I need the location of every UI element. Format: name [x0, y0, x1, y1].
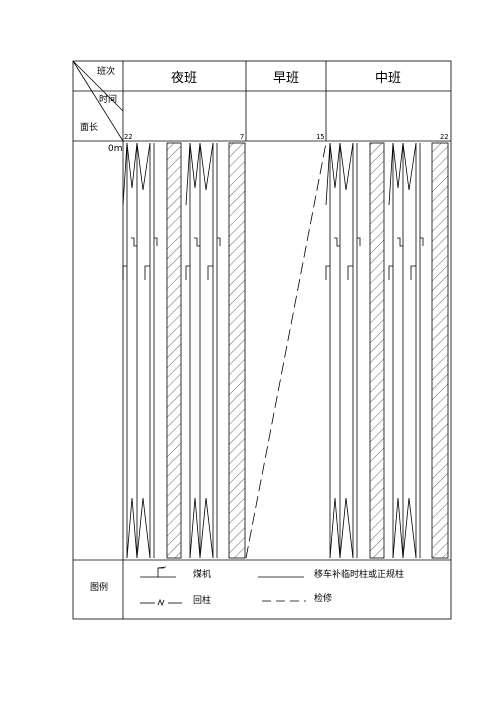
step-mark: [194, 237, 200, 247]
step-mark: [122, 265, 127, 280]
corner-diagonal: [72, 60, 124, 142]
shearer-line: [325, 142, 331, 558]
legend-prop-label: 移车补临时柱或正规柱: [314, 568, 404, 580]
step-mark: [397, 237, 403, 247]
outer-frame: [72, 60, 452, 620]
time-tick-7: 7: [240, 133, 244, 141]
shearer-zigzag-bottom: [392, 497, 404, 559]
legend-withdraw-symbol: [140, 598, 182, 607]
prop-zigzag-bottom: [402, 497, 417, 559]
shift-morning-label: 早班: [273, 71, 299, 86]
shearer-zigzag-top: [189, 142, 201, 189]
corner-shift-label: 班次: [97, 65, 115, 77]
goaf-hatch: [166, 142, 182, 559]
step-mark: [154, 237, 158, 246]
shearer-zigzag-bottom: [126, 497, 138, 559]
step-mark: [325, 265, 330, 280]
step-mark: [144, 265, 150, 280]
prop-zigzag-bottom: [199, 497, 214, 559]
corner-diagonal-2: [72, 60, 124, 112]
prop-zigzag-top: [136, 142, 151, 191]
legend-shearer-label: 煤机: [193, 568, 211, 580]
shearer-line: [185, 142, 191, 558]
maintenance-line: [245, 142, 327, 559]
face-start-label: 0m: [108, 144, 123, 154]
step-mark: [185, 265, 190, 280]
legend-withdraw-label: 回柱: [193, 594, 211, 606]
prop-zigzag-top: [402, 142, 417, 191]
prop-zigzag-top: [199, 142, 214, 191]
shearer-zigzag-bottom: [189, 497, 201, 559]
corner-face-label: 面长: [80, 121, 98, 133]
legend-title: 图例: [90, 581, 108, 593]
step-mark: [131, 237, 137, 247]
time-tick-15: 15: [316, 133, 324, 141]
goaf-hatch: [228, 142, 246, 559]
prop-zigzag-bottom: [136, 497, 151, 559]
shearer-zigzag-top: [392, 142, 404, 189]
step-mark: [420, 237, 424, 246]
shearer-zigzag-top: [329, 142, 341, 189]
prop-zigzag-bottom: [339, 497, 354, 559]
shearer-zigzag-top: [126, 142, 138, 189]
step-mark: [334, 237, 340, 247]
step-mark: [347, 265, 353, 280]
step-mark: [217, 237, 221, 246]
shearer-line: [388, 142, 394, 558]
legend-shearer-symbol: [140, 566, 176, 578]
goaf-hatch: [431, 142, 449, 559]
shift-middle-label: 中班: [375, 71, 401, 86]
step-mark: [388, 265, 393, 280]
goaf-hatch: [369, 142, 385, 559]
cycle-lines: [122, 142, 449, 559]
step-mark: [410, 265, 416, 280]
time-tick-22-start: 22: [124, 133, 132, 141]
time-tick-22-end: 22: [440, 133, 448, 141]
shearer-line: [122, 142, 128, 558]
table-grid: [72, 60, 452, 620]
step-mark: [357, 237, 361, 246]
step-mark: [207, 265, 213, 280]
shift-night-label: 夜班: [171, 71, 197, 86]
corner-time-label: 时间: [99, 93, 117, 105]
prop-zigzag-top: [339, 142, 354, 191]
legend-maintenance-label: 检修: [314, 592, 332, 604]
shearer-zigzag-bottom: [329, 497, 341, 559]
